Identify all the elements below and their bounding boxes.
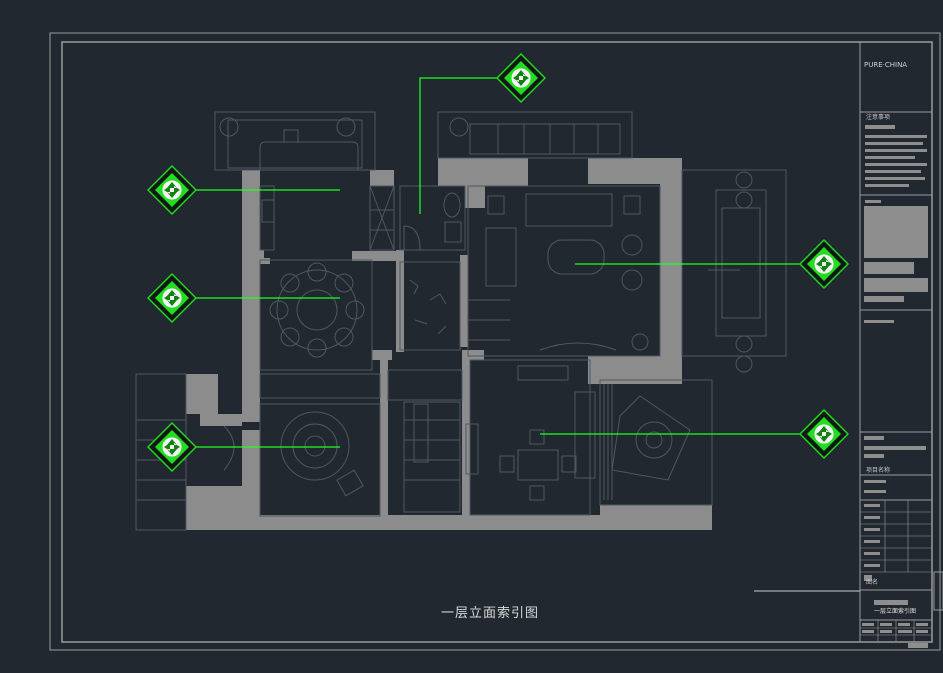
outer-frame bbox=[49, 32, 941, 651]
elevation-index-kitchen-icon bbox=[147, 165, 197, 215]
index-leaders bbox=[196, 77, 800, 448]
elevation-index-dining-icon bbox=[147, 273, 197, 323]
title-block-sheet-name: 一层立面索引图 bbox=[874, 608, 917, 615]
elevation-index-entry-icon bbox=[147, 422, 197, 472]
title-block bbox=[754, 42, 943, 648]
elevation-index-living-icon bbox=[799, 239, 849, 289]
title-block-logo: PURE·CHINA bbox=[864, 61, 908, 69]
title-block-project-label: 项目名称 bbox=[866, 467, 891, 474]
title-block-sheet-label: 图名 bbox=[866, 579, 879, 586]
plan-linework bbox=[135, 111, 787, 531]
inner-frame bbox=[61, 41, 933, 643]
title-block-notes-label: 注意事项 bbox=[866, 114, 891, 121]
elevation-index-top-icon bbox=[496, 53, 546, 103]
index-symbols bbox=[147, 53, 849, 472]
drawing-title: 一层立面索引图 bbox=[440, 606, 539, 621]
elevation-index-tearoom-icon bbox=[799, 409, 849, 459]
